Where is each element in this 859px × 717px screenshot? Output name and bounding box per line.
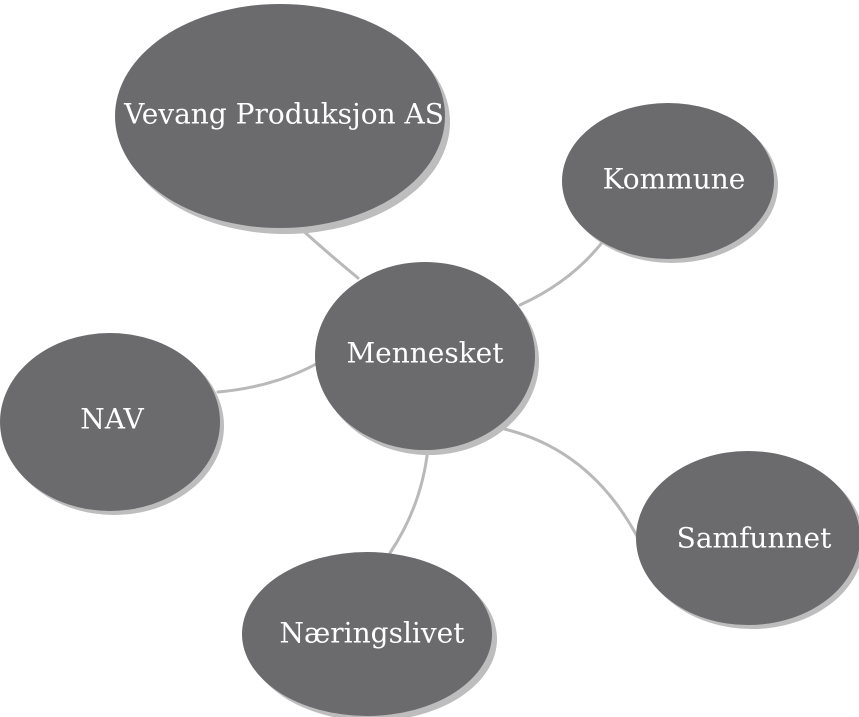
node-label: Vevang Produksjon AS [123, 98, 444, 131]
node-vevang-produksjon: Vevang Produksjon AS [115, 4, 450, 234]
node-ellipse [636, 451, 859, 625]
center-label: Mennesket [346, 337, 504, 370]
connector-samfunnet [498, 426, 640, 540]
connectors [216, 226, 640, 555]
connector-naeringslivet [388, 446, 430, 555]
node-ellipse [562, 103, 774, 259]
node-nav: NAV [0, 333, 224, 515]
node-samfunnet: Samfunnet [636, 451, 859, 629]
node-center-mennesket: Mennesket [315, 262, 539, 455]
node-label: Samfunnet [677, 522, 832, 555]
node-ellipse [242, 552, 492, 716]
node-label: Næringslivet [279, 617, 465, 650]
node-label: Kommune [603, 163, 746, 196]
node-naeringslivet: Næringslivet [242, 552, 497, 717]
connector-nav [216, 360, 322, 394]
connector-kommune [518, 234, 609, 307]
node-ellipse [0, 333, 220, 511]
node-kommune: Kommune [562, 103, 778, 263]
node-label: NAV [80, 403, 144, 436]
connector-vevang [298, 226, 360, 280]
node-ellipse [115, 4, 445, 228]
node-ellipse [315, 262, 535, 450]
